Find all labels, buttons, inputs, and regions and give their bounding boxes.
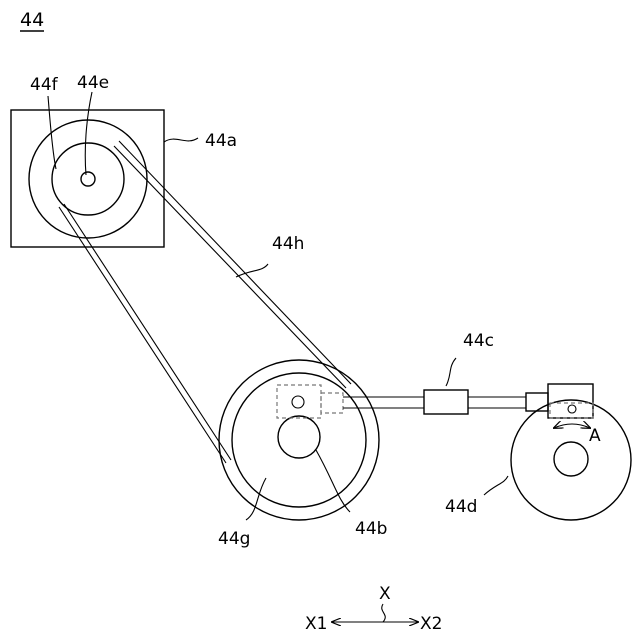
label-output-pulley: 44b	[355, 519, 387, 539]
output-pulley-hub	[278, 416, 320, 458]
rod-joint	[424, 390, 468, 414]
axis-positive-label: X2	[420, 614, 442, 634]
motor-housing	[11, 110, 164, 247]
label-crank-disc: 44d	[445, 497, 477, 517]
label-motor-housing: 44a	[205, 131, 237, 151]
oscillation-arrow	[554, 424, 590, 428]
pivot-pin	[292, 396, 304, 408]
belt	[59, 141, 351, 463]
label-rod-joint: 44c	[463, 331, 494, 351]
leader-lines	[48, 92, 508, 520]
crank-hub	[554, 442, 588, 476]
motor-shaft	[81, 172, 95, 186]
label-arrow-a: A	[589, 426, 601, 446]
figure-number: 44	[20, 9, 44, 31]
drive-pulley-inner	[52, 143, 124, 215]
label-motor-shaft: 44e	[77, 73, 109, 93]
crank-pin	[568, 405, 576, 413]
label-belt: 44h	[272, 234, 304, 254]
pivot-block-dashed	[277, 385, 321, 418]
driven-pulley-outer	[219, 360, 379, 520]
rod-end-dashed	[321, 393, 343, 413]
drive-pulley-outer	[29, 120, 147, 238]
label-driven-pulley: 44g	[218, 529, 250, 549]
label-drive-pulley: 44f	[30, 75, 59, 95]
driven-pulley-inner	[232, 373, 366, 507]
axis-label: X	[379, 584, 391, 604]
axis-negative-label: X1	[305, 614, 327, 634]
axis-leader	[382, 604, 386, 622]
rod-end-right	[526, 393, 548, 411]
